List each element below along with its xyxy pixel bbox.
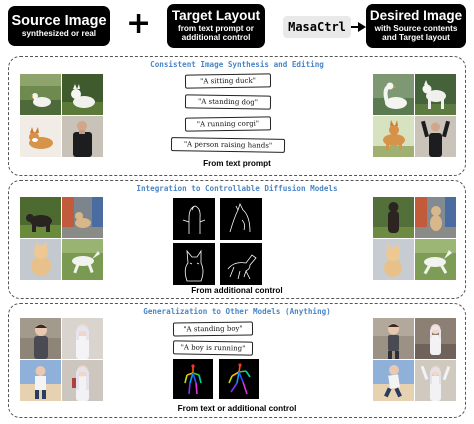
panel-caption: From text or additional control: [177, 404, 297, 413]
prompt-sitting-duck: "A sitting duck": [184, 73, 272, 89]
source-image-person: [62, 116, 103, 157]
target-layout-subtitle-2: additional control: [181, 33, 251, 43]
source-image-cat: [20, 239, 61, 280]
result-image-sitting-duck: [373, 74, 414, 115]
source-image-boy: [20, 318, 61, 359]
result-image-girl-2: [415, 360, 456, 401]
source-image-box: Source Image synthesized or real: [8, 6, 110, 46]
target-layout-subtitle-1: from text prompt or: [178, 23, 254, 33]
control-image-bear-edges: [173, 198, 215, 240]
target-layout-box: Target Layout from text prompt or additi…: [167, 4, 265, 48]
panel-title: Integration to Controllable Diffusion Mo…: [136, 184, 338, 193]
result-image-running-corgi: [373, 116, 414, 157]
prompt-standing-dog: "A standing dog": [184, 94, 272, 110]
result-image-standing-dog: [415, 74, 456, 115]
result-image-girl: [415, 318, 456, 359]
panel-caption: From additional control: [191, 286, 283, 295]
desired-image-title: Desired Image: [369, 8, 463, 24]
target-layout-title: Target Layout: [171, 8, 261, 24]
result-image-sitting-dog: [415, 197, 456, 238]
panel-title: Consistent Image Synthesis and Editing: [150, 60, 324, 69]
result-image-standing-boy: [373, 318, 414, 359]
result-image-sitting-cat: [373, 239, 414, 280]
control-image-horse-edges: [220, 243, 262, 285]
source-image-corgi: [20, 116, 61, 157]
source-image-boy-2: [20, 360, 61, 401]
source-image-dog: [62, 74, 103, 115]
source-image-duck: [20, 74, 61, 115]
method-label: MasaCtrl: [283, 16, 351, 38]
desired-image-subtitle-1: with Source contents: [374, 23, 458, 33]
control-image-cat-edges: [173, 243, 215, 285]
source-image-subtitle: synthesized or real: [21, 28, 97, 38]
desired-image-subtitle-2: and Target layout: [382, 33, 450, 43]
panel-controllable-diffusion: Integration to Controllable Diffusion Mo…: [8, 180, 466, 299]
source-image-girl: [62, 318, 103, 359]
source-image-dog: [62, 197, 103, 238]
prompt-boy-running: "A boy is running": [172, 340, 254, 356]
plus-sign: +: [126, 6, 152, 41]
control-image-pose-running: [219, 359, 259, 399]
panel-caption: From text prompt: [203, 159, 271, 168]
source-image-title: Source Image: [11, 12, 107, 29]
result-image-standing-bear: [373, 197, 414, 238]
source-image-girl-2: [62, 360, 103, 401]
panel-synthesis-editing: Consistent Image Synthesis and Editing "…: [8, 56, 466, 176]
prompt-standing-boy: "A standing boy": [172, 321, 254, 337]
prompt-person-raising-hands: "A person raising hands": [170, 137, 286, 153]
desired-image-box: Desired Image with Source contents and T…: [366, 4, 466, 48]
source-image-bear: [20, 197, 61, 238]
panel-title: Generalization to Other Models (Anything…: [143, 307, 331, 316]
arrow-shaft: [351, 26, 359, 28]
arrow-icon: [358, 22, 366, 32]
control-image-dog-edges: [220, 198, 262, 240]
source-image-horse: [62, 239, 103, 280]
result-image-running-boy: [373, 360, 414, 401]
prompt-running-corgi: "A running corgi": [184, 116, 272, 132]
panel-generalization: Generalization to Other Models (Anything…: [8, 303, 466, 418]
control-image-pose-standing: [173, 359, 213, 399]
result-image-running-horse: [415, 239, 456, 280]
result-image-person-raising-hands: [415, 116, 456, 157]
